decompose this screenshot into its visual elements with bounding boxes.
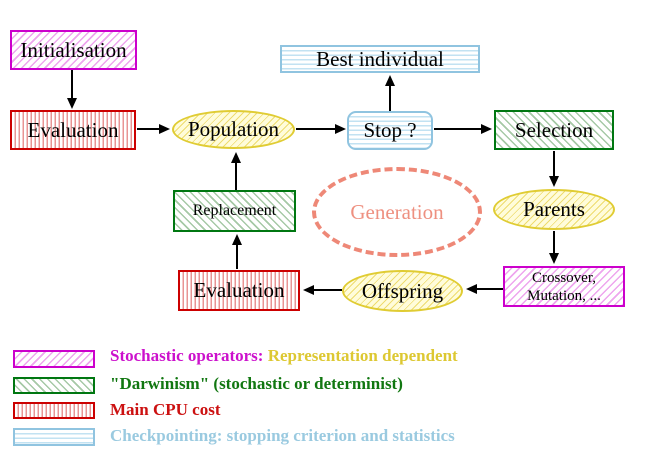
node-best-individual: Best individual <box>280 45 480 73</box>
legend-label-checkpointing: Checkpointing: stopping criterion and st… <box>110 426 455 445</box>
node-evaluation-top: Evaluation <box>10 110 136 150</box>
legend-swatch-cpu-cost <box>13 402 95 419</box>
node-replacement: Replacement <box>173 190 296 232</box>
node-population: Population <box>172 110 295 149</box>
legend-label-stochastic-operators: Stochastic operators: Representation dep… <box>110 346 458 365</box>
legend-swatch-stochastic-operators <box>13 350 95 368</box>
legend-label-cpu-cost: Main CPU cost <box>110 400 221 419</box>
legend-label-darwinism: "Darwinism" (stochastic or determinist) <box>110 374 403 393</box>
node-crossover-mutation: Crossover, Mutation, ... <box>503 266 625 307</box>
legend-swatch-checkpointing <box>13 428 95 446</box>
legend-swatch-darwinism <box>13 377 95 394</box>
node-offspring: Offspring <box>342 270 463 312</box>
node-initialisation: Initialisation <box>10 30 137 70</box>
node-evaluation-bottom: Evaluation <box>178 270 300 311</box>
crossover-label: Crossover, Mutation, ... <box>527 269 601 304</box>
generation-cycle-ellipse: Generation <box>312 167 482 257</box>
node-selection: Selection <box>494 110 614 150</box>
node-parents: Parents <box>493 189 615 230</box>
node-stop: Stop ? <box>347 111 433 150</box>
